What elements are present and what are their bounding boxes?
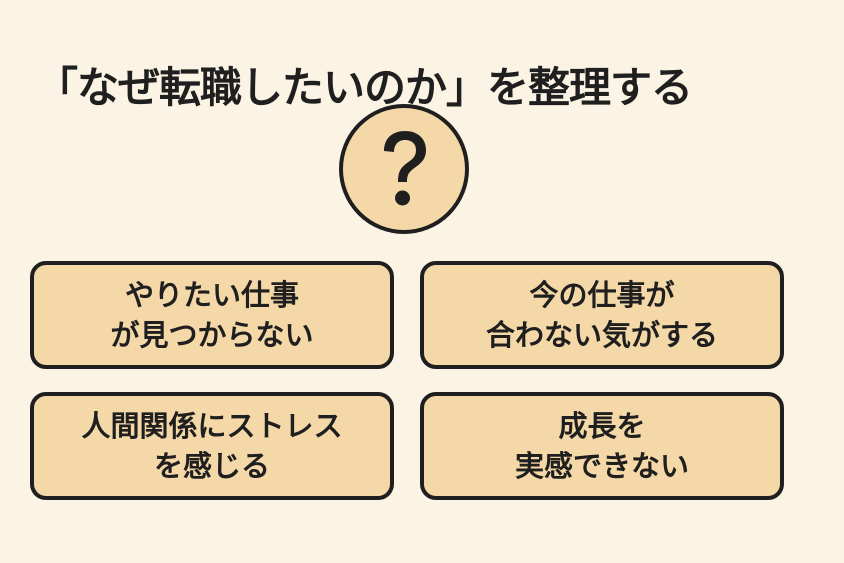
reason-text-line1: 人間関係にストレス	[81, 409, 343, 443]
reason-text-line2: を感じる	[153, 449, 270, 483]
question-mark-glyph	[384, 131, 426, 206]
reason-box-no-growth: 成長を 実感できない	[420, 392, 784, 500]
page-title: 「なぜ転職したいのか」を整理する	[36, 63, 693, 113]
reason-box-no-desired-job: やりたい仕事 が見つからない	[30, 261, 394, 369]
reason-text-line1: やりたい仕事	[124, 278, 299, 312]
reason-text-line1: 今の仕事が	[529, 278, 675, 312]
reason-box-job-mismatch: 今の仕事が 合わない気がする	[420, 261, 784, 369]
question-mark-icon	[339, 104, 469, 234]
reason-text-line2: が見つからない	[110, 318, 314, 352]
reason-text-line2: 実感できない	[514, 449, 689, 483]
reason-text-line2: 合わない気がする	[485, 318, 718, 352]
reason-text-line1: 成長を	[558, 409, 646, 443]
reason-box-relationship-stress: 人間関係にストレス を感じる	[30, 392, 394, 500]
